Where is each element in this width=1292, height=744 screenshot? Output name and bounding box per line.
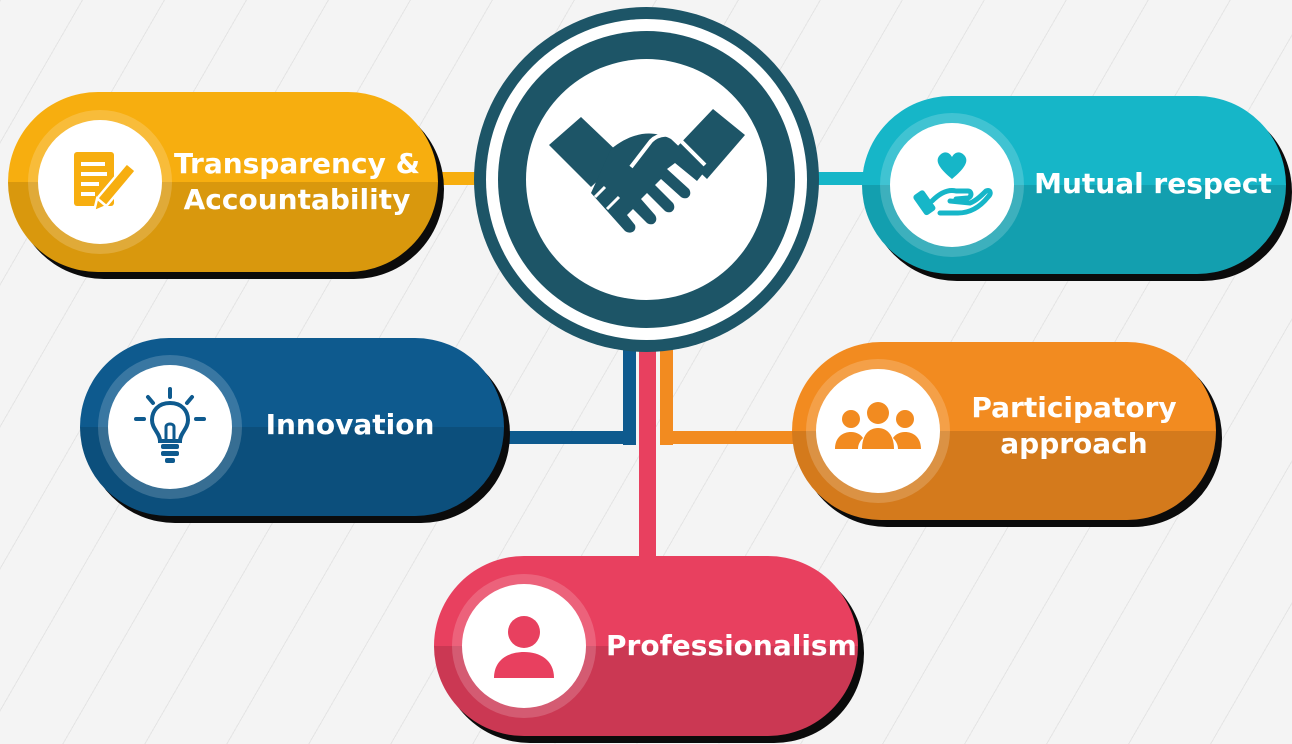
handshake-icon — [548, 108, 745, 233]
node-label: Transparency & Accountability — [173, 147, 420, 216]
connector-innovation-h — [500, 431, 636, 444]
icon-circle — [462, 584, 586, 708]
node-innovation: Innovation — [80, 338, 504, 516]
icon-circle — [816, 369, 940, 493]
node-label: Mutual respect — [1034, 167, 1272, 200]
connector-participatory-h — [660, 431, 800, 444]
icon-circle — [108, 365, 232, 489]
node-transparency: Transparency & Accountability — [8, 92, 438, 272]
icon-circle — [38, 120, 162, 244]
connector-professionalism — [639, 345, 656, 565]
node-professionalism: Professionalism — [434, 556, 858, 736]
connector-participatory-v — [660, 345, 673, 445]
node-label: Professionalism — [606, 629, 857, 662]
group-icon — [835, 402, 921, 449]
document-pen-icon — [74, 152, 137, 214]
node-mutual-respect: Mutual respect — [862, 96, 1286, 274]
lightbulb-icon — [134, 387, 206, 463]
icon-circle — [890, 123, 1014, 247]
node-label: Participatory approach — [971, 391, 1177, 460]
node-participatory: Participatory approach — [792, 342, 1216, 520]
connector-innovation-v — [623, 345, 636, 445]
node-label: Innovation — [265, 408, 435, 441]
hand-heart-icon — [913, 152, 993, 216]
person-icon — [494, 616, 554, 678]
